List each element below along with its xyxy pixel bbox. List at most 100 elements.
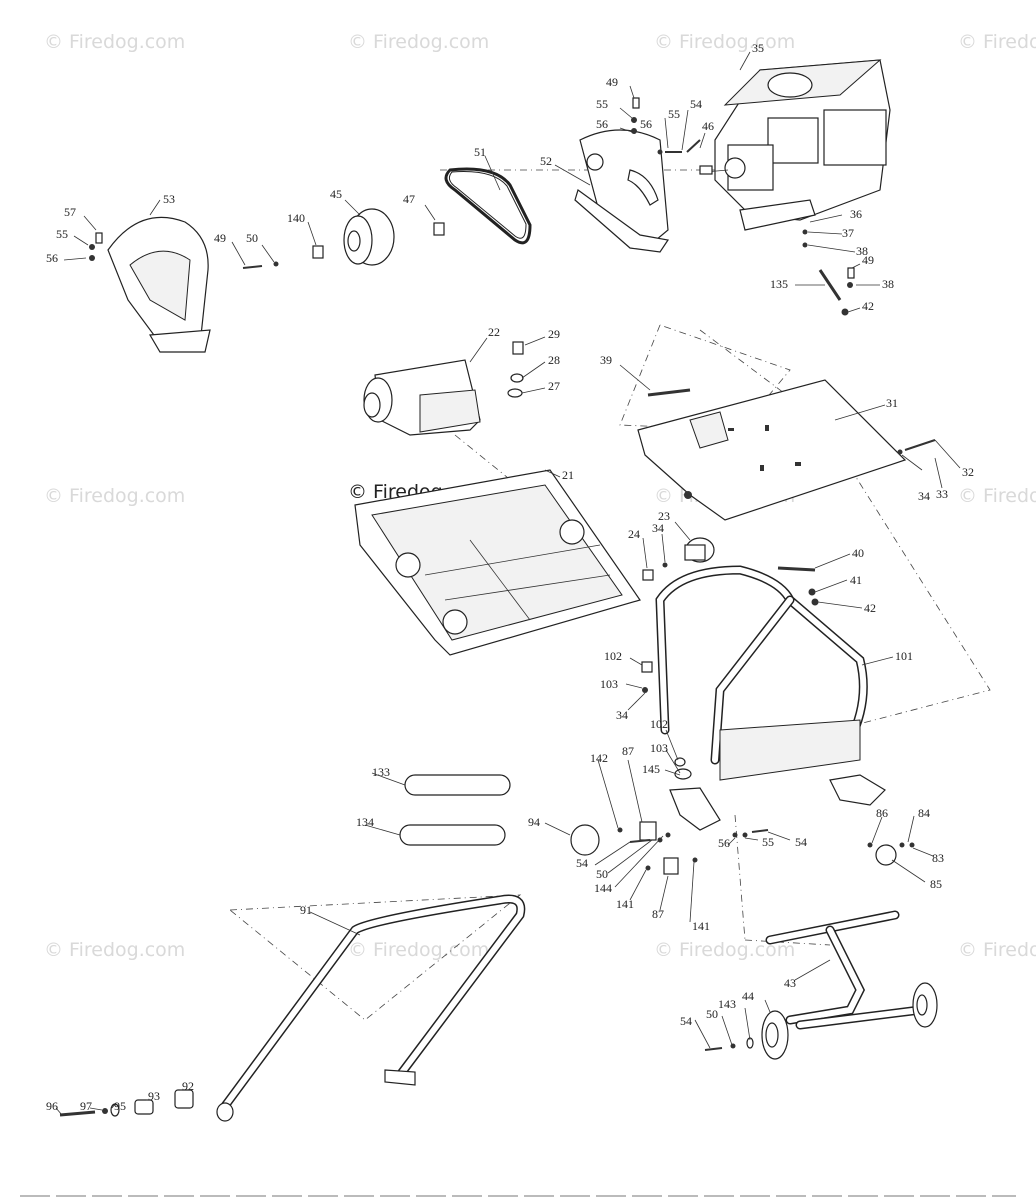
callout-label: 50 (706, 1007, 718, 1021)
callout-label: 102 (604, 649, 622, 663)
watermark: © Firedog.com (44, 485, 185, 507)
callout-label: 56 (46, 251, 58, 265)
callout-label: 133 (372, 765, 390, 779)
callout-label: 57 (64, 205, 76, 219)
callout-label: 29 (548, 327, 560, 341)
callout-label: 23 (658, 509, 670, 523)
callout-label: 145 (642, 762, 660, 776)
callout-label: 103 (600, 677, 618, 691)
callout-label: 143 (718, 997, 736, 1011)
exciter (363, 341, 524, 436)
callout-label: 94 (528, 815, 540, 829)
watermark: © Firedog.com (958, 939, 1036, 961)
belt-cover (107, 216, 211, 353)
callout-label: 43 (784, 976, 796, 990)
callout-label: 87 (622, 744, 634, 758)
callout-label: 44 (742, 989, 754, 1003)
callout-label: 35 (752, 41, 764, 55)
handle-hardware (570, 757, 915, 875)
callout-label: 140 (287, 211, 305, 225)
handle-bar (216, 894, 526, 1122)
callout-label: 144 (594, 881, 612, 895)
callout-label: 33 (936, 487, 948, 501)
callout-label: 49 (606, 75, 618, 89)
watermark: © Firedog.com (654, 31, 795, 53)
callout-label: 36 (850, 207, 862, 221)
callout-label: 54 (680, 1014, 692, 1028)
engine-plate (637, 379, 936, 521)
pulley (343, 208, 395, 266)
callout-label: 46 (702, 119, 714, 133)
callout-label: 38 (856, 244, 868, 258)
callout-label: 34 (616, 708, 628, 722)
callout-label: 93 (148, 1089, 160, 1103)
callout-label: 21 (562, 468, 574, 482)
callout-label: 49 (214, 231, 226, 245)
callout-label: 141 (616, 897, 634, 911)
callout-label: 96 (46, 1099, 58, 1113)
callout-label: 134 (356, 815, 374, 829)
callout-label: 39 (600, 353, 612, 367)
callout-label: 40 (852, 546, 864, 560)
shock-mounts (642, 537, 819, 606)
callout-label: 53 (163, 192, 175, 206)
callout-label: 42 (864, 601, 876, 615)
callout-label: 49 (862, 253, 874, 267)
callout-label: 37 (842, 226, 854, 240)
callout-label: 52 (540, 154, 552, 168)
callout-label: 83 (932, 851, 944, 865)
callout-label: 54 (576, 856, 588, 870)
belt-guard-plate (574, 129, 670, 253)
callout-label: 55 (56, 227, 68, 241)
watermark: © Firedog.com (348, 939, 489, 961)
watermark: © Firedog.com (958, 31, 1036, 53)
callout-label: 86 (876, 806, 888, 820)
engine (699, 59, 891, 231)
callout-label: 135 (770, 277, 788, 291)
callout-label: 54 (795, 835, 807, 849)
callout-label: 22 (488, 325, 500, 339)
callout-label: 87 (652, 907, 664, 921)
callout-label: 27 (548, 379, 560, 393)
watermark: © Firedog.com (654, 939, 795, 961)
watermark: © Firedog.com (44, 31, 185, 53)
callout-label: 85 (930, 877, 942, 891)
callout-label: 54 (690, 97, 702, 111)
wheel-axle (704, 910, 938, 1060)
callout-label: 56 (640, 117, 652, 131)
handle-bottom-hardware (59, 1089, 194, 1117)
watermarks: © Firedog.com © Firedog.com © Firedog.co… (44, 31, 1036, 961)
callout-label: 34 (918, 489, 930, 503)
callout-label: 34 (652, 521, 664, 535)
grip-tubes (399, 774, 511, 846)
callout-label: 32 (962, 465, 974, 479)
callout-label: 42 (862, 299, 874, 313)
watermark: © Firedog.com (348, 31, 489, 53)
callout-label: 41 (850, 573, 862, 587)
callout-label: 50 (596, 867, 608, 881)
callout-label: 56 (596, 117, 608, 131)
callout-label: 55 (762, 835, 774, 849)
callout-label: 84 (918, 806, 930, 820)
callout-label: 28 (548, 353, 560, 367)
callout-label: 51 (474, 145, 486, 159)
watermark: © Firedog.com (44, 939, 185, 961)
callout-label: 55 (668, 107, 680, 121)
callout-label: 55 (596, 97, 608, 111)
callout-label: 31 (886, 396, 898, 410)
callout-label: 38 (882, 277, 894, 291)
callout-label: 141 (692, 919, 710, 933)
leader-lines (55, 51, 961, 1116)
base-plate (354, 469, 641, 656)
callout-label: 142 (590, 751, 608, 765)
v-belt (444, 167, 532, 245)
callout-label: 45 (330, 187, 342, 201)
small-hardware-upper (89, 97, 855, 316)
callout-label: 101 (895, 649, 913, 663)
callout-label: 103 (650, 741, 668, 755)
callout-label: 91 (300, 903, 312, 917)
callout-label: 50 (246, 231, 258, 245)
callout-label: 92 (182, 1079, 194, 1093)
handle-frame (641, 565, 868, 781)
